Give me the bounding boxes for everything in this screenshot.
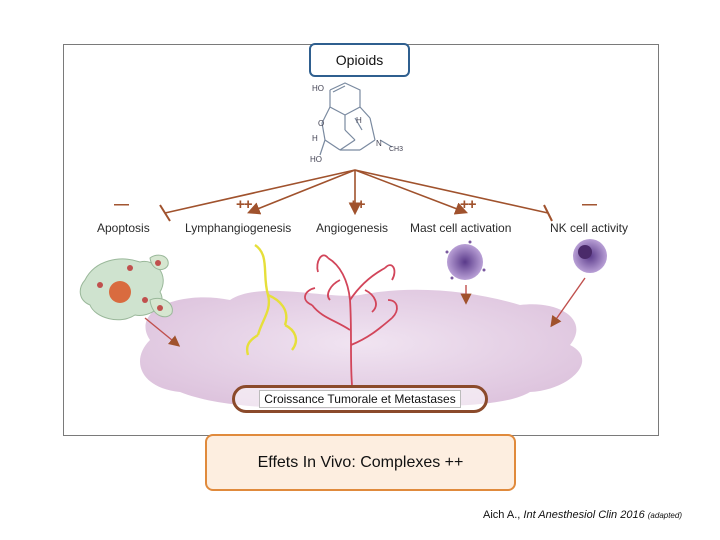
citation-year: 2016	[617, 509, 648, 521]
label-nk-cell-activity: NK cell activity	[550, 221, 629, 235]
citation-journal: Int Anesthesiol Clin	[523, 509, 618, 521]
label-angiogenesis: Angiogenesis	[316, 221, 389, 235]
tumor-cloud	[140, 289, 583, 409]
lymphatic-vessel	[245, 244, 298, 356]
nk-cell	[573, 239, 607, 273]
sign-nk-cell: —	[582, 196, 597, 213]
label-apoptosis: Apoptosis	[97, 221, 150, 235]
citation-note: (adapted)	[647, 511, 682, 520]
sign-apoptosis: —	[114, 196, 129, 213]
blood-vessels	[304, 254, 398, 386]
citation: Aich A., Int Anesthesiol Clin 2016 (adap…	[483, 509, 682, 521]
summary-box: Effets In Vivo: Complexes ++	[205, 434, 516, 491]
mast-cell	[445, 240, 486, 280]
mol-ho-top: HO	[312, 84, 324, 93]
nk-cell-arrow	[550, 277, 586, 328]
mol-ch3: CH3	[389, 146, 403, 153]
effect-arrows	[159, 169, 553, 222]
sign-lymphangiogenesis: ++	[236, 196, 253, 213]
mol-o: O	[318, 119, 324, 128]
summary-text: Effets In Vivo: Complexes ++	[257, 453, 464, 471]
mol-ho-bottom: HO	[310, 155, 322, 164]
apoptosis-cells	[79, 254, 173, 321]
tumor-label: Croissance Tumorale et Metastases	[259, 390, 461, 408]
sign-mast-cell: ++	[460, 196, 477, 213]
opioids-title: Opioids	[309, 43, 410, 77]
morphine-structure	[319, 82, 393, 156]
mol-n: N	[376, 139, 382, 148]
label-mast-cell-activation: Mast cell activation	[410, 221, 512, 235]
citation-author: Aich A.,	[483, 509, 524, 521]
tumor-box: Croissance Tumorale et Metastases	[232, 385, 488, 413]
apoptosis-arrow	[144, 317, 181, 347]
label-lymphangiogenesis: Lymphangiogenesis	[185, 221, 292, 235]
mol-h-left: H	[312, 134, 318, 143]
mol-h-right: H	[356, 116, 362, 125]
sign-angiogenesis: ++	[349, 196, 366, 213]
